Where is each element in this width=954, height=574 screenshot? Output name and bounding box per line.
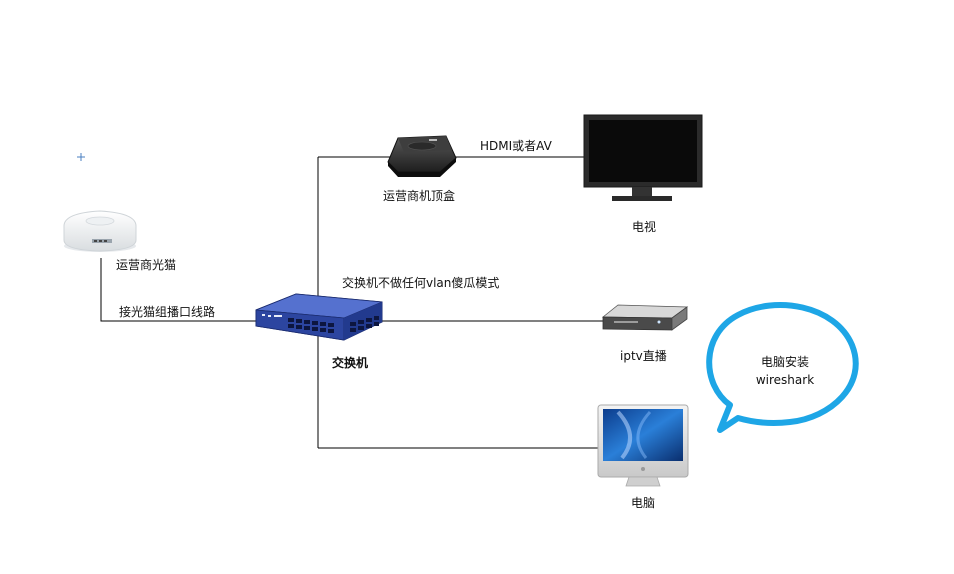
tv-monitor-icon <box>583 114 703 201</box>
optical-modem-icon <box>63 210 137 252</box>
iptv-label: iptv直播 <box>620 349 667 363</box>
set-top-box-icon <box>387 135 457 177</box>
iptv-box-icon <box>601 304 689 331</box>
callout-bubble <box>706 302 859 433</box>
crosshair-marker-icon <box>77 153 85 161</box>
callout-text: 电脑安装 wireshark <box>740 353 830 389</box>
edge-label-switch-stb: 交换机不做任何vlan傻瓜模式 <box>342 276 500 290</box>
edge-modem-switch <box>100 258 256 322</box>
tv-label: 电视 <box>632 220 657 234</box>
edge-label-stb-tv: HDMI或者AV <box>480 139 552 153</box>
stb-label: 运营商机顶盒 <box>383 189 456 203</box>
callout-line-2: wireshark <box>755 373 815 387</box>
pc-label: 电脑 <box>631 496 656 510</box>
callout-line-1: 电脑安装 <box>760 355 809 369</box>
modem-label: 运营商光猫 <box>116 258 177 272</box>
desktop-computer-icon <box>597 404 689 487</box>
network-switch-icon <box>255 293 383 341</box>
switch-label: 交换机 <box>332 356 369 370</box>
edge-label-modem-switch: 接光猫组播口线路 <box>119 305 216 319</box>
